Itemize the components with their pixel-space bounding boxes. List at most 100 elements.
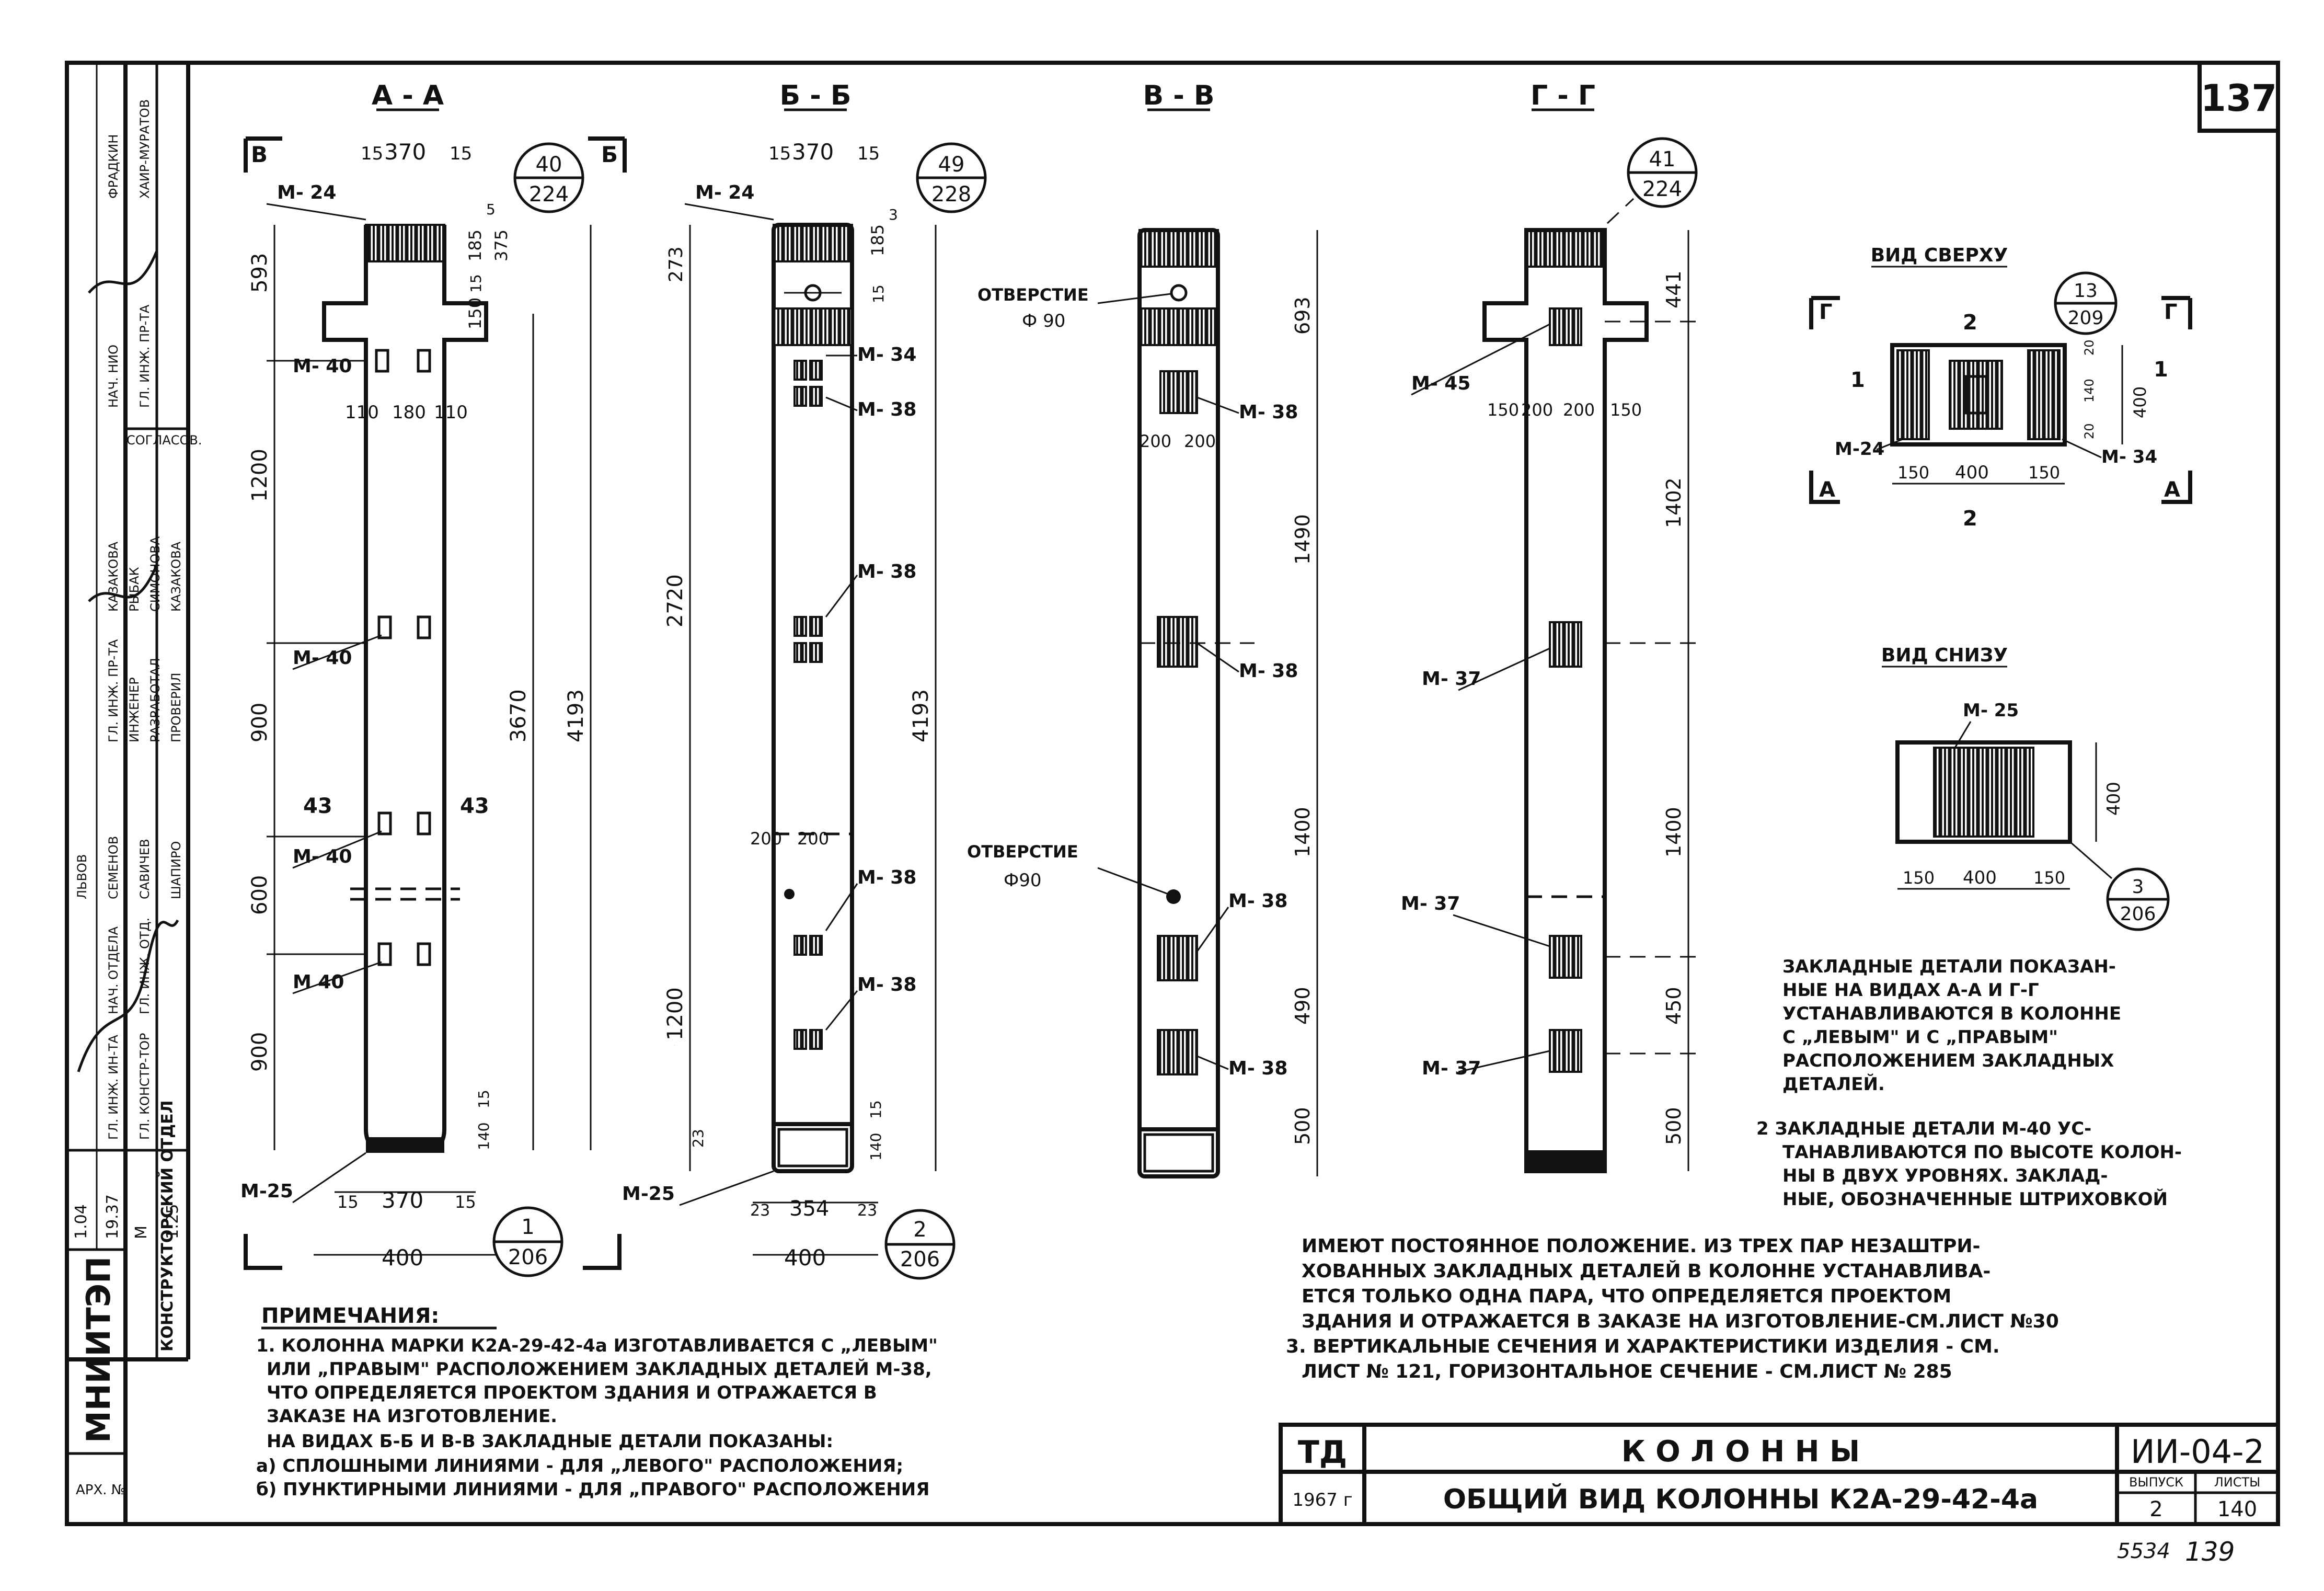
name-label: ШАПИРО: [169, 841, 183, 899]
soglasov-label: СОГЛАСОВ.: [126, 433, 202, 448]
arch-no: АРХ. №: [76, 1482, 125, 1498]
dept-name: КОНСТРУКТОРСКИЙ ОТДЕЛ: [158, 1101, 177, 1352]
note-line: ТАНАВЛИВАЮТСЯ ПО ВЫСОТЕ КОЛОН-: [1782, 1142, 2182, 1163]
name-label: ЛЬВОВ: [75, 854, 89, 899]
dim-label: 5: [486, 201, 496, 218]
view-vv: В - В ОТВЕРСТИЕ Ф 90 ОТВЕРСТИЕ Ф90 200 2…: [967, 80, 1318, 1178]
name-label: ФРАДКИН: [106, 134, 121, 199]
dim-label: 200: [1563, 400, 1595, 420]
embed-part: [1549, 935, 1582, 979]
dim-label: 400: [1963, 867, 1997, 888]
note-line: б) ПУНКТИРНЫМИ ЛИНИЯМИ - ДЛЯ „ПРАВОГО" Р…: [256, 1479, 929, 1500]
vypusk-value: 2: [2149, 1497, 2162, 1521]
embed-hatch: [773, 307, 853, 346]
dim-label: 43: [303, 794, 332, 818]
note-line: С „ЛЕВЫМ" И С „ПРАВЫМ": [1782, 1027, 2058, 1048]
note-line: ЕТСЯ ТОЛЬКО ОДНА ПАРА, ЧТО ОПРЕДЕЛЯЕТСЯ …: [1302, 1286, 1951, 1307]
page-number: 137: [2201, 77, 2277, 120]
sheet-subtitle: ОБЩИЙ ВИД КОЛОННЫ К2А-29-42-4а: [1443, 1483, 2038, 1515]
dim-label: 693: [1291, 296, 1314, 335]
column-base: [777, 1128, 848, 1168]
section-mark: Г: [1819, 300, 1833, 324]
top-view: ВИД СВЕРХУ 13 209 Г Г 1 1 А А 2 2 150 40…: [1809, 245, 2192, 531]
notes-bottom: ПРИМЕЧАНИЯ: 1. КОЛОННА МАРКИ К2А-29-42-4…: [256, 1304, 938, 1500]
embed-part: [809, 386, 823, 407]
left-stamp: МНИИТЭП КОНСТРУКТОРСКИЙ ОТДЕЛ АРХ. № 1.0…: [67, 63, 202, 1524]
part-label: М- 37: [1422, 668, 1481, 690]
sidebar-roles: ГЛ. ИНЖ. ИН-ТА ГЛ. КОНСТР-ТОР НАЧ. ОТДЕЛ…: [106, 304, 183, 1140]
dim-label: 500: [1662, 1107, 1685, 1145]
dim-label: 3: [889, 206, 898, 223]
hole-label: Ф 90: [1022, 311, 1065, 331]
dim-label: 20: [2082, 339, 2097, 356]
note-line: 3. ВЕРТИКАЛЬНЫЕ СЕЧЕНИЯ И ХАРАКТЕРИСТИКИ…: [1286, 1336, 2000, 1357]
section-mark: 2: [1963, 311, 1977, 335]
view-title: Б - Б: [779, 80, 851, 111]
embed-part: [377, 942, 392, 966]
stamp-scale: 1:25: [164, 1204, 182, 1239]
column-base-hatch: [1526, 1150, 1605, 1171]
stamp-year: 19.37: [103, 1194, 122, 1239]
dim-label: 593: [248, 253, 272, 293]
note-line: ЗАКЛАДНЫЕ ДЕТАЛИ ПОКАЗАН-: [1782, 956, 2116, 977]
callout-text: 206: [2120, 903, 2156, 925]
name-label: СЕМЕНОВ: [106, 836, 121, 899]
name-label: РЫБАК: [127, 567, 142, 612]
dim-label: 150: [2028, 463, 2060, 483]
embed-part: [375, 349, 389, 373]
dim-label: 370: [382, 1187, 423, 1213]
part-label: М- 38: [1239, 402, 1298, 423]
sidebar-names: ЛЬВОВ СЕМЕНОВ САВИЧЕВ ШАПИРО КАЗАКОВА РЫ…: [75, 99, 183, 899]
embed-part: [1157, 616, 1198, 668]
role-label: ПРОВЕРИЛ: [169, 672, 183, 742]
dim-label: 150: [2033, 868, 2065, 888]
view-title: ВИД СНИЗУ: [1881, 645, 2008, 666]
hole-label: ОТВЕРСТИЕ: [967, 842, 1078, 862]
part-label: М- 38: [1228, 890, 1287, 912]
dim-label: 140: [475, 1123, 492, 1150]
hole: [1170, 284, 1188, 302]
embed-part: [417, 349, 431, 373]
column-base-hatch: [366, 1137, 444, 1153]
part-label: М- 37: [1401, 893, 1460, 914]
dim-label: 400: [1955, 462, 1989, 483]
part-label: М- 34: [857, 344, 916, 365]
dim-label: 273: [665, 246, 687, 282]
dim-label: 140: [2082, 379, 2097, 403]
hole-label: ОТВЕРСТИЕ: [977, 285, 1089, 305]
embed-part: [809, 616, 823, 637]
role-label: НАЧ. НИО: [106, 345, 121, 408]
column-head-hatch: [1138, 229, 1219, 268]
dim-label: 150: [1610, 400, 1642, 420]
dim-label: 400: [2130, 386, 2150, 418]
embed-part: [1549, 1029, 1582, 1073]
embed-part: [793, 360, 807, 381]
column-base: [1143, 1133, 1214, 1173]
callout-text: 49: [938, 153, 965, 177]
note-line: НЫ В ДВУХ УРОВНЯХ. ЗАКЛАД-: [1782, 1165, 2108, 1186]
part-label: М 40: [293, 971, 344, 993]
dim-label: 441: [1662, 270, 1685, 308]
note-line: 1. КОЛОННА МАРКИ К2А-29-42-4а ИЗГОТАВЛИВ…: [256, 1335, 938, 1356]
part-label: М-25: [622, 1183, 675, 1205]
bottom-view: ВИД СНИЗУ М- 25 150 400 150 400 3 206: [1881, 645, 2170, 931]
part-label: М- 24: [695, 182, 754, 203]
cut-mark: Б: [601, 142, 618, 167]
embed-part: [1549, 621, 1582, 668]
column-head-hatch: [1525, 229, 1606, 268]
dim-label: 200: [1184, 431, 1216, 451]
embed-part: [2027, 349, 2061, 440]
part-label: М- 34: [2101, 447, 2157, 467]
section-mark: А: [1819, 478, 1835, 502]
dim-label: 15: [857, 143, 880, 164]
part-label: М- 38: [857, 974, 916, 995]
note-line: ХОВАННЫХ ЗАКЛАДНЫХ ДЕТАЛЕЙ В КОЛОННЕ УСТ…: [1302, 1260, 1991, 1282]
dim-label: 450: [1662, 987, 1685, 1025]
signature: [88, 564, 158, 602]
note-line: ИМЕЮТ ПОСТОЯННОЕ ПОЛОЖЕНИЕ. ИЗ ТРЕХ ПАР …: [1302, 1235, 1980, 1257]
note-line: НА ВИДАХ Б-Б И В-В ЗАКЛАДНЫЕ ДЕТАЛИ ПОКА…: [267, 1431, 833, 1452]
dim-label: 150: [465, 297, 485, 329]
role-label: ГЛ. ИНЖ. ПР-ТА: [137, 304, 152, 408]
note-line: ЗАКАЗЕ НА ИЗГОТОВЛЕНИЕ.: [267, 1406, 557, 1427]
embed-part: [377, 811, 392, 835]
